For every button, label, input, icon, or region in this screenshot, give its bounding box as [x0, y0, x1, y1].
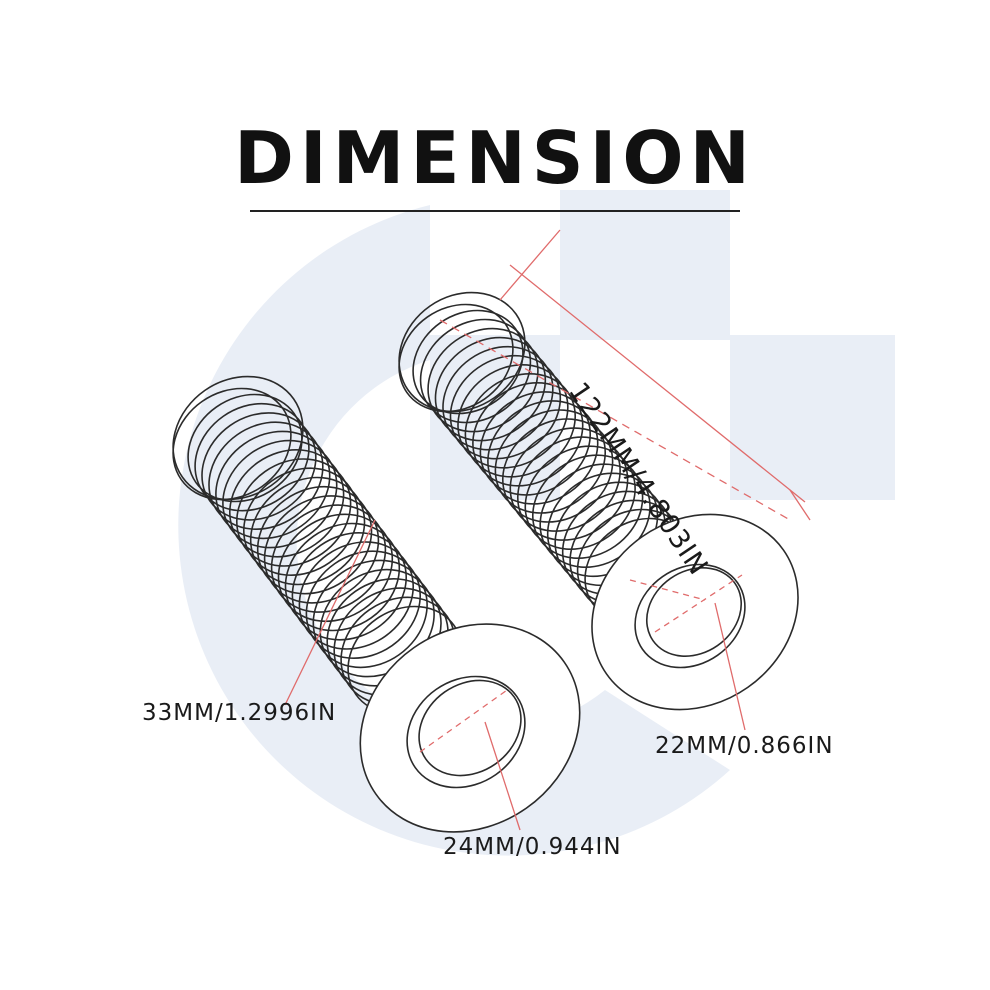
- right-grip-ribs: [412, 309, 696, 623]
- grip-rib: [312, 559, 428, 669]
- grip-rib: [208, 421, 324, 530]
- inner-diameter-right-label: 22MM/0.866IN: [655, 733, 834, 759]
- grip-rib: [242, 467, 359, 576]
- grip-rib: [270, 504, 387, 613]
- inner-diameter-left-label: 24MM/0.944IN: [443, 834, 622, 860]
- title-divider: [250, 210, 740, 212]
- grip-rib: [194, 402, 310, 512]
- grip-rib: [215, 430, 331, 540]
- outer-diameter-label: 33MM/1.2996IN: [142, 700, 337, 726]
- grip-rib: [291, 532, 408, 641]
- right-grip-flange: [591, 513, 799, 711]
- grip-rib: [284, 522, 401, 632]
- left-grip-flange: [359, 623, 581, 833]
- page-title: DIMENSION: [234, 116, 756, 200]
- grip-rib: [222, 439, 338, 549]
- grip-rib: [249, 476, 366, 586]
- grip-rib: [263, 495, 380, 604]
- dimension-lines: [284, 229, 811, 831]
- right-grip: [398, 291, 799, 711]
- grip-rib: [187, 393, 303, 503]
- grip-rib: [201, 412, 317, 521]
- grip-rib: [305, 550, 422, 659]
- left-grip: [172, 375, 581, 833]
- grip-rib: [228, 449, 345, 558]
- grip-rib: [298, 541, 415, 650]
- grip-rib: [256, 485, 373, 595]
- grip-rib: [277, 513, 394, 623]
- grip-rib: [235, 458, 352, 567]
